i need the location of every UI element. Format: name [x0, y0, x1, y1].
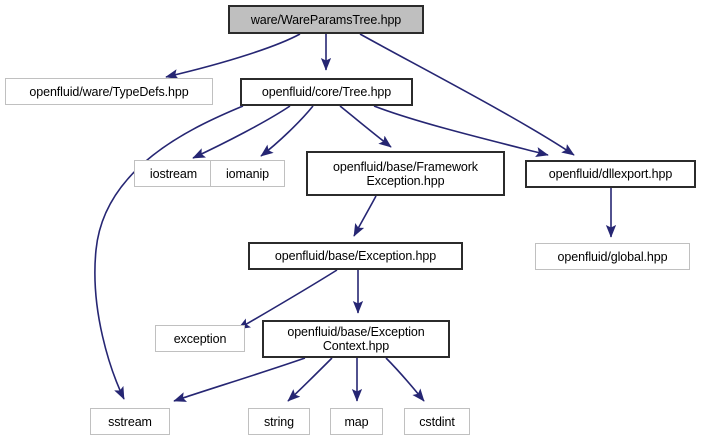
- edge-tree-to-iomanip: [260, 105, 314, 157]
- node-typedefs[interactable]: openfluid/ware/TypeDefs.hpp: [5, 78, 213, 105]
- node-label-dllexport: openfluid/dllexport.hpp: [548, 167, 673, 181]
- node-label-exceptioncontext: openfluid/base/Exception Context.hpp: [287, 325, 425, 353]
- node-root[interactable]: ware/WareParamsTree.hpp: [228, 5, 424, 34]
- node-tree[interactable]: openfluid/core/Tree.hpp: [240, 78, 413, 106]
- node-label-typedefs: openfluid/ware/TypeDefs.hpp: [29, 84, 189, 99]
- node-iostream[interactable]: iostream: [134, 160, 213, 187]
- edge-layer: [94, 33, 617, 402]
- node-frameworkexception[interactable]: openfluid/base/Framework Exception.hpp: [306, 151, 505, 196]
- node-sstream[interactable]: sstream: [90, 408, 170, 435]
- edge-tree-to-dllexport: [373, 105, 549, 158]
- node-exception_hpp[interactable]: openfluid/base/Exception.hpp: [248, 242, 463, 270]
- edge-exceptioncontext-to-sstream: [173, 357, 306, 402]
- node-map[interactable]: map: [330, 408, 383, 435]
- edge-tree-to-iostream: [192, 105, 291, 159]
- node-label-string: string: [264, 414, 294, 429]
- node-label-iostream: iostream: [149, 166, 198, 181]
- edge-exceptioncontext-to-cstdint: [385, 357, 425, 402]
- node-label-map: map: [344, 414, 369, 429]
- edge-exceptioncontext-to-string: [287, 357, 333, 402]
- edge-root-to-dllexport: [359, 33, 575, 156]
- node-label-exception: exception: [173, 331, 227, 346]
- node-dllexport[interactable]: openfluid/dllexport.hpp: [525, 160, 696, 188]
- node-label-global: openfluid/global.hpp: [557, 249, 668, 264]
- edge-tree-to-frameworkexception: [339, 105, 392, 148]
- node-label-cstdint: cstdint: [419, 414, 455, 429]
- edge-tree-to-sstream: [94, 105, 244, 400]
- node-global[interactable]: openfluid/global.hpp: [535, 243, 690, 270]
- edge-exception_hpp-to-exception: [237, 269, 338, 330]
- node-label-exception_hpp: openfluid/base/Exception.hpp: [274, 249, 437, 263]
- node-exception[interactable]: exception: [155, 325, 245, 352]
- node-exceptioncontext[interactable]: openfluid/base/Exception Context.hpp: [262, 320, 450, 358]
- node-label-sstream: sstream: [108, 414, 152, 429]
- node-label-tree: openfluid/core/Tree.hpp: [261, 85, 392, 99]
- node-label-iomanip: iomanip: [225, 166, 270, 181]
- node-cstdint[interactable]: cstdint: [404, 408, 470, 435]
- node-string[interactable]: string: [248, 408, 310, 435]
- edge-root-to-typedefs: [165, 33, 301, 80]
- node-iomanip[interactable]: iomanip: [210, 160, 285, 187]
- edge-frameworkexception-to-exception_hpp: [353, 195, 377, 237]
- node-label-root: ware/WareParamsTree.hpp: [250, 12, 402, 27]
- node-label-frameworkexception: openfluid/base/Framework Exception.hpp: [333, 159, 478, 188]
